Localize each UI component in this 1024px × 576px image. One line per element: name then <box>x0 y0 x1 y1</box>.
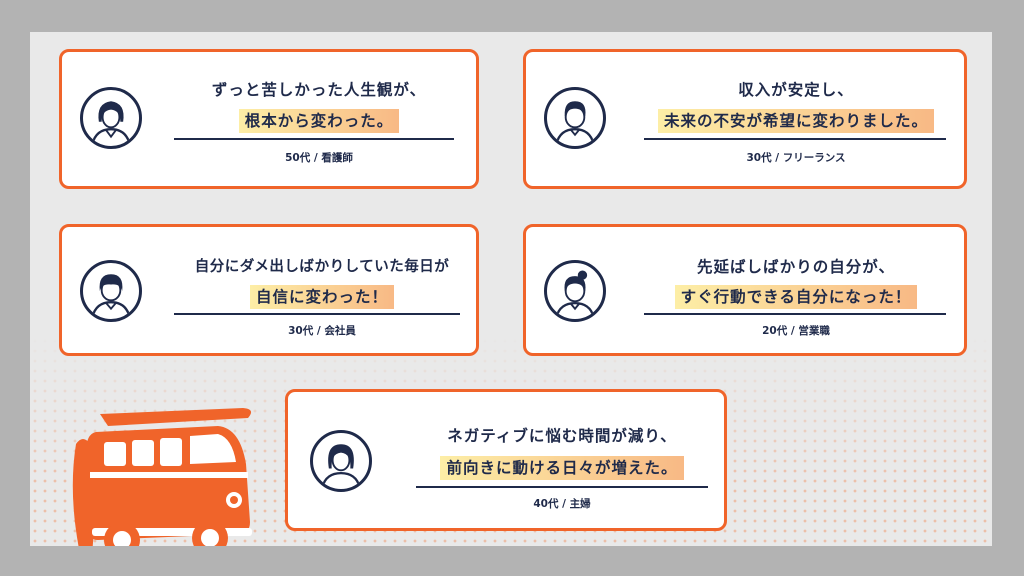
testimonial-caption: 50代 / 看護師 <box>285 152 353 164</box>
testimonial-highlight: 自信に変わった！ <box>174 285 470 309</box>
testimonial-highlight: 未来の不安が希望に変わりました。 <box>638 109 954 133</box>
testimonial-caption: 30代 / 会社員 <box>288 325 356 337</box>
testimonial-line-1: 収入が安定し、 <box>738 81 854 99</box>
testimonial-highlight: 前向きに動ける日々が増えた。 <box>410 456 714 480</box>
testimonial-card-1: ずっと苦しかった人生観が、 根本から変わった。 50代 / 看護師 <box>59 49 479 189</box>
testimonial-caption: 20代 / 営業職 <box>762 325 830 337</box>
man-icon <box>544 87 606 149</box>
testimonial-caption: 30代 / フリーランス <box>746 152 846 164</box>
testimonial-highlight: すぐ行動できる自分になった！ <box>638 285 954 309</box>
testimonial-highlight: 根本から変わった。 <box>174 109 464 133</box>
testimonial-card-3: 自分にダメ出しばかりしていた毎日が 自信に変わった！ 30代 / 会社員 <box>59 224 479 356</box>
testimonial-caption: 40代 / 主婦 <box>533 498 591 510</box>
testimonial-line-1: ずっと苦しかった人生観が、 <box>211 81 427 99</box>
testimonial-line-1: 自分にダメ出しばかりしていた毎日が <box>194 259 450 275</box>
testimonial-line-1: 先延ばしばかりの自分が、 <box>696 258 895 276</box>
woman-short-hair-icon <box>80 87 142 149</box>
divider <box>416 486 708 488</box>
van-illustration <box>72 408 252 546</box>
man-icon <box>80 260 142 322</box>
divider <box>174 138 454 140</box>
testimonial-line-1: ネガティブに悩む時間が減り、 <box>447 427 677 445</box>
divider <box>174 313 460 315</box>
testimonial-card-4: 先延ばしばかりの自分が、 すぐ行動できる自分になった！ 20代 / 営業職 <box>523 224 967 356</box>
woman-icon <box>310 430 372 492</box>
divider <box>644 313 946 315</box>
testimonial-card-2: 収入が安定し、 未来の不安が希望に変わりました。 30代 / フリーランス <box>523 49 967 189</box>
divider <box>644 138 946 140</box>
testimonial-card-5: ネガティブに悩む時間が減り、 前向きに動ける日々が増えた。 40代 / 主婦 <box>285 389 727 531</box>
woman-ponytail-icon <box>544 260 606 322</box>
